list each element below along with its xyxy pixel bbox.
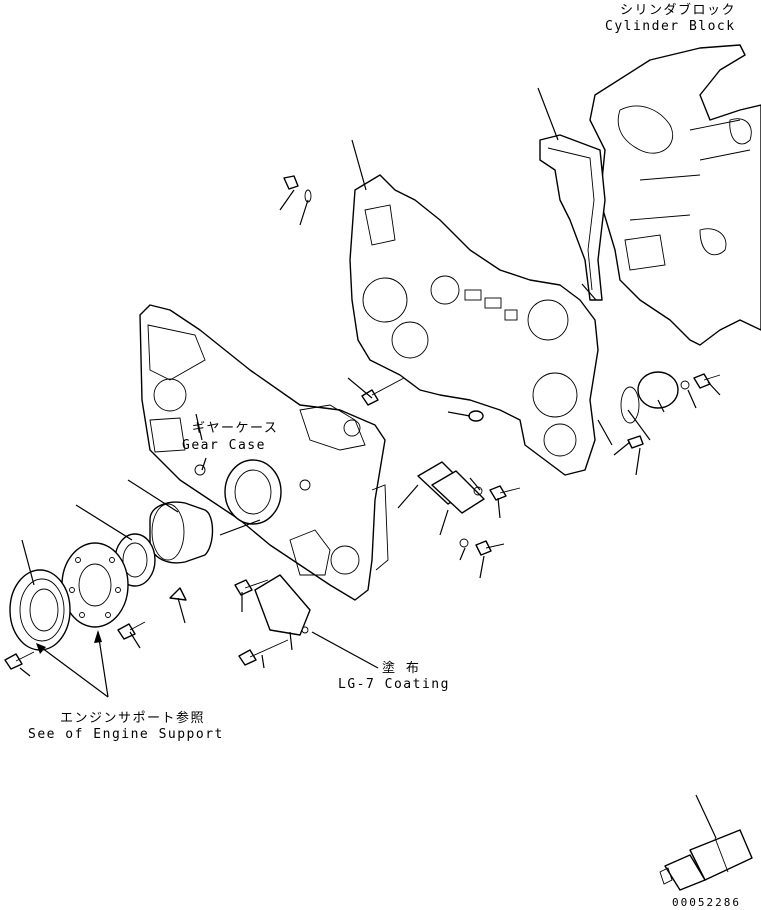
cylinder-block-label-jp: シリンダブロック [620,2,736,18]
coating-label-jp: 塗 布 [382,660,420,676]
special-tool [659,829,753,891]
gear-case-label-jp: ギヤーケース [192,421,278,436]
damper-plate [61,542,129,628]
engine-support-label-jp: エンジンサポート参照 [60,710,205,726]
gear-case-cover [139,304,389,601]
cylinder-block-gasket [539,134,606,301]
gear-case-label-en: Gear Case [182,438,266,453]
engine-support-label-en: See of Engine Support [28,727,224,742]
small-parts [4,175,721,670]
leader-lines [19,87,721,839]
gear-case-plate [349,174,599,476]
cylinder-block [589,44,761,346]
front-seal-housing [224,459,282,525]
coating-label-en: LG-7 Coating [338,677,450,692]
pulley-ring [9,569,71,651]
spacer-sleeve [149,501,214,564]
cylinder-block-label-en: Cylinder Block [605,19,736,34]
drawing-number: 00052286 [672,896,741,909]
